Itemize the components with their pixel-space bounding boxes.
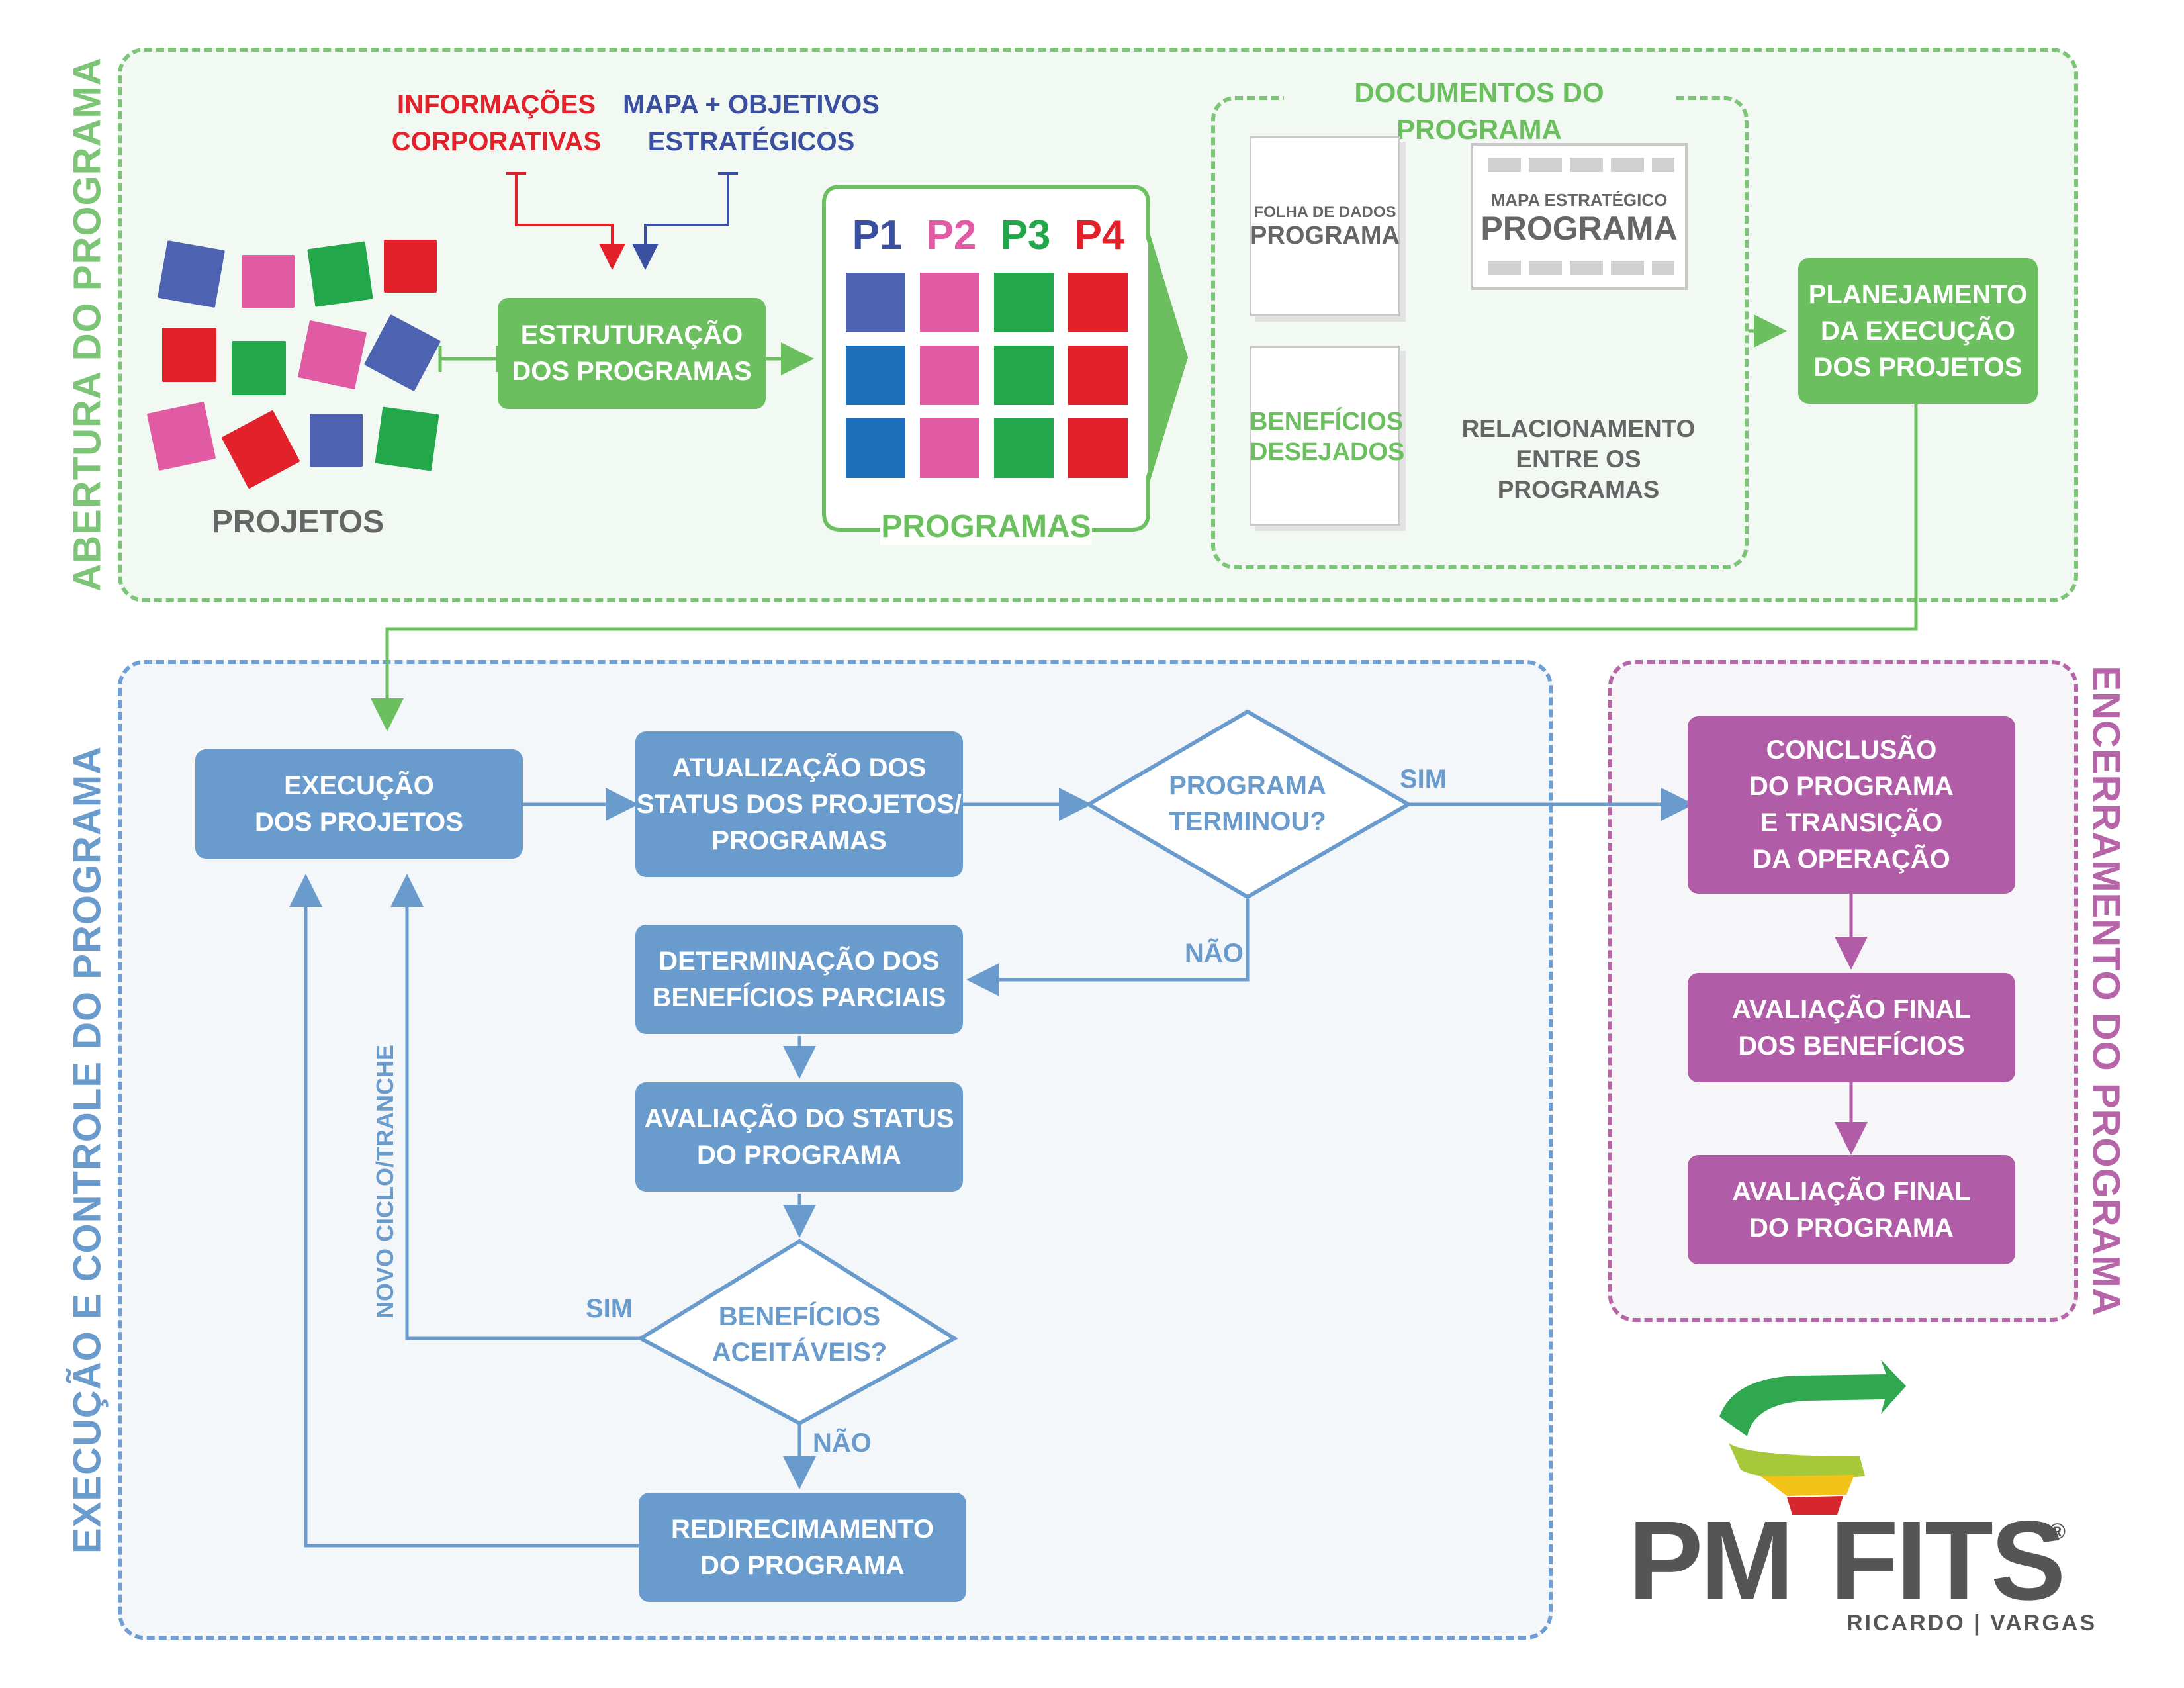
redirect-loop-arrow [289,874,639,1548]
logo-yellow-band-icon [1760,1475,1854,1496]
projects-label: PROJETOS [211,504,385,539]
project-square [310,414,363,467]
program-cell [1068,273,1128,332]
benefits-yes-label: SIM [586,1294,633,1323]
project-square [146,401,216,471]
map-bar [1529,261,1562,275]
map-bar [1652,158,1674,172]
program-ended-label: PROGRAMA TERMINOU? [1169,771,1326,836]
program-header-p2: P2 [926,212,977,258]
program-cell [846,418,905,478]
map-bar [1652,261,1674,275]
project-square [297,320,367,390]
map-bar [1611,158,1644,172]
structuring-box[interactable]: ESTRUTURAÇÃO DOS PROGRAMAS [498,298,766,409]
project-square [384,240,437,293]
program-header-p4: P4 [1074,212,1125,258]
program-cell [1068,346,1128,405]
logo-brand-right: FITS [1830,1498,2066,1624]
program-cell [920,418,979,478]
program-cell [846,346,905,405]
relationship-label: RELACIONAMENTO ENTRE OS PROGRAMAS [1461,415,1696,503]
benefits-yes-loop-arrow [390,874,641,1340]
project-square [158,240,225,308]
datasheet-big-label: PROGRAMA [1250,222,1400,250]
project-square [232,341,286,395]
project-square [307,241,373,307]
map-bar [1611,261,1644,275]
program-cell [920,273,979,332]
strategic-arrow [645,172,738,265]
status-eval-box[interactable]: AVALIAÇÃO DO STATUS DO PROGRAMA [635,1082,963,1192]
program-cell [994,346,1054,405]
logo-registered: ® [2049,1519,2066,1544]
program-cell [846,273,905,332]
program-cell [920,346,979,405]
program-cell [994,273,1054,332]
strategic-map-label: MAPA + OBJETIVOS ESTRATÉGICOS [623,90,880,156]
map-bar [1570,261,1603,275]
logo-lime-band-icon [1729,1443,1865,1479]
map-big-label: PROGRAMA [1480,210,1678,247]
corporate-info-label: INFORMAÇÕES CORPORATIVAS [391,90,602,156]
datasheet-small-label: FOLHA DE DADOS [1253,203,1396,221]
program-header-p1: P1 [852,212,903,258]
documents-title: DOCUMENTOS DO PROGRAMA [1284,74,1674,148]
programs-label: PROGRAMAS [880,508,1092,545]
partial-benefits-box[interactable]: DETERMINAÇÃO DOS BENEFÍCIOS PARCIAIS [635,925,963,1034]
corporate-arrow [506,172,612,265]
project-square [242,255,295,308]
benefits-doc-label: BENEFÍCIOS DESEJADOS [1250,408,1405,466]
logo-author: RICARDO | VARGAS [1846,1611,2097,1636]
program-cell [994,418,1054,478]
new-cycle-label: NOVO CICLO/TRANCHE [371,1045,398,1319]
program-header-p3: P3 [1000,212,1051,258]
final-program-box[interactable]: AVALIAÇÃO FINAL DO PROGRAMA [1688,1155,2015,1264]
final-benefits-box[interactable]: AVALIAÇÃO FINAL DOS BENEFÍCIOS [1688,973,2015,1082]
logo-red-band-icon [1787,1496,1843,1515]
conclusion-box[interactable]: CONCLUSÃO DO PROGRAMA E TRANSIÇÃO DA OPE… [1688,716,2015,894]
map-bar [1570,158,1603,172]
planning-box[interactable]: PLANEJAMENTO DA EXECUÇÃO DOS PROJETOS [1798,258,2038,404]
map-small-label: MAPA ESTRATÉGICO [1490,190,1668,210]
project-square [162,328,216,382]
datasheet-document [1250,136,1400,316]
benefits-no-label: NÃO [813,1429,872,1458]
map-bar [1488,158,1521,172]
decision-yes-label: SIM [1400,765,1447,794]
logo-brand-left: PM [1628,1498,1794,1624]
program-cell [1068,418,1128,478]
programs-arrow-tip [1148,228,1188,487]
decision-no-arrow [966,899,1250,996]
map-bar [1488,261,1521,275]
benefits-ok-diamond [636,1239,958,1426]
project-square [375,406,439,471]
pmfits-logo-graphic [1719,1360,1906,1515]
program-ended-diamond [1085,709,1413,900]
benefits-ok-label: BENEFÍCIOS ACEITÁVEIS? [711,1302,887,1367]
decision-no-label: NÃO [1185,939,1244,968]
exec-projects-box[interactable]: EXECUÇÃO DOS PROJETOS [195,749,523,859]
benefits-document [1250,346,1400,526]
update-status-box[interactable]: ATUALIZAÇÃO DOS STATUS DOS PROJETOS/ PRO… [635,731,963,877]
redirect-box[interactable]: REDIRECIMAMENTO DO PROGRAMA [639,1493,966,1602]
map-bar [1529,158,1562,172]
logo-green-arrow-icon [1719,1360,1906,1436]
planning-to-execution-arrow [371,404,1918,731]
